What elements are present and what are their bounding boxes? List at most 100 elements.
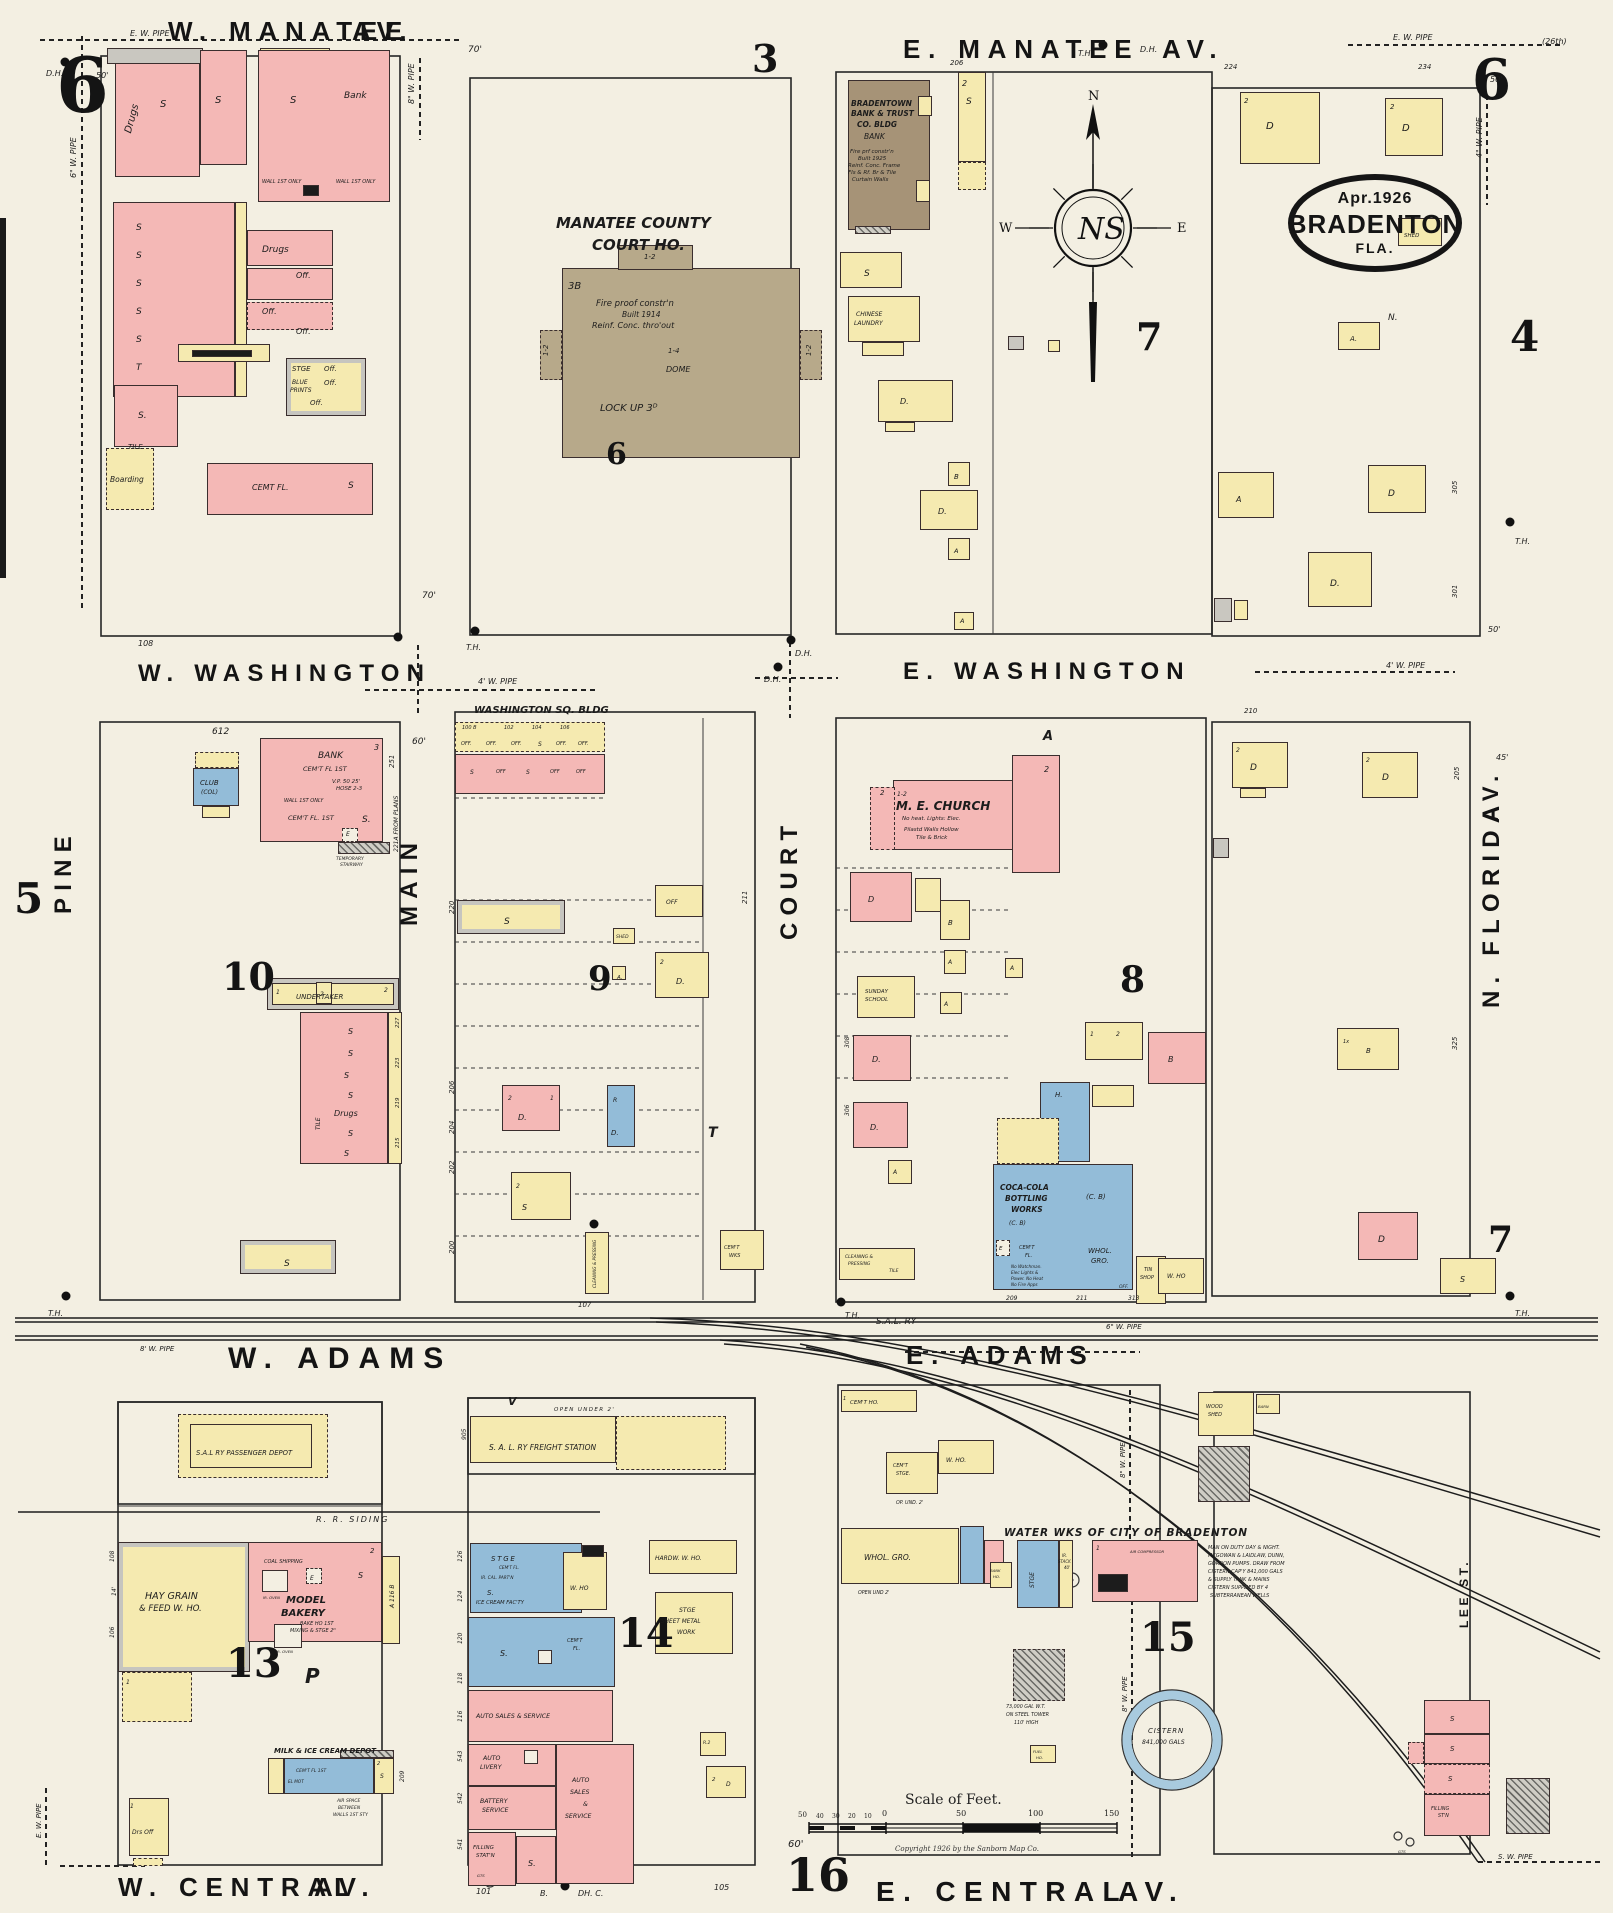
map-label: T.H. (1515, 537, 1531, 546)
map-label: TILE (128, 443, 143, 451)
building (857, 976, 915, 1018)
map-label: SHOP (1140, 1275, 1154, 1281)
map-label: Off. (324, 379, 337, 387)
map-label: Built 1925 (858, 156, 887, 162)
map-label: V (508, 1395, 517, 1408)
map-label: WALLS 1ST STY (333, 1813, 368, 1818)
building (260, 738, 383, 842)
map-label: HAY GRAIN (145, 1591, 198, 1602)
map-label: 2 (516, 1183, 520, 1190)
building (1098, 1574, 1128, 1592)
map-label: COCA-COLA (1000, 1183, 1049, 1192)
map-label: 325 (1451, 1036, 1459, 1050)
map-label: OFF (666, 899, 678, 906)
map-label: ICE CREAM FAC'TY (476, 1600, 524, 1606)
map-label: A (1010, 965, 1015, 972)
map-label: GTS (477, 1873, 485, 1878)
map-label: WALL 1ST ONLY (262, 179, 302, 185)
map-label: B (948, 919, 953, 927)
map-label: 50' (96, 71, 109, 80)
map-label: 308 (844, 1036, 851, 1048)
map-label: 211 (1076, 1295, 1088, 1302)
map-label: D. (1330, 579, 1340, 589)
map-label: A (944, 1001, 949, 1008)
map-label: Power. No Heat (1011, 1276, 1044, 1281)
building (1158, 1258, 1204, 1294)
street-label: E. MANATEE (903, 34, 1140, 64)
map-label: GTS (1398, 1849, 1406, 1854)
map-label: 1-2 (542, 344, 550, 356)
map-label: 215 (395, 1137, 401, 1149)
map-label: SERVICE (565, 1813, 592, 1820)
map-label: AIR COMPRESSOR (1130, 1549, 1165, 1554)
map-label: S (344, 1149, 350, 1158)
building (655, 1592, 733, 1654)
map-label: SERVICE (482, 1807, 509, 1814)
building (582, 1545, 604, 1557)
scale-title: Scale of Feet. (905, 1792, 1002, 1808)
map-label: CLEANING & PRESSING (592, 1239, 597, 1288)
building (342, 828, 358, 842)
building (1017, 1540, 1059, 1608)
map-label: 50' (1488, 625, 1501, 634)
map-label: 251 (388, 754, 396, 768)
map-label: 224 (1224, 63, 1238, 71)
building (839, 1248, 915, 1280)
map-label: Curtain Walls (852, 177, 889, 183)
building (848, 296, 920, 342)
map-label: STGE (491, 1555, 517, 1563)
building (850, 872, 912, 922)
map-label: 2 (1116, 1031, 1120, 1038)
map-label: A (1043, 729, 1054, 744)
street-label: AV. (352, 16, 415, 46)
building (286, 358, 366, 416)
building (993, 1164, 1133, 1290)
map-label: 107 (578, 1301, 592, 1309)
map-label: OPEN UNDER 2' (554, 1407, 616, 1413)
map-label: SCHOOL (865, 997, 889, 1003)
map-label: DOME (666, 365, 691, 374)
map-label: CHINESE (856, 311, 883, 318)
map-label: Fire prf constr'n (850, 149, 894, 155)
map-label: 2 (660, 959, 664, 966)
map-label: OFF (550, 769, 560, 775)
building (1213, 838, 1229, 858)
map-label: 10 (864, 1813, 872, 1820)
map-label: S (470, 769, 474, 776)
building (893, 780, 1013, 850)
map-label: 6" W. PIPE (69, 137, 78, 178)
street-label: W. ADAMS (228, 1342, 453, 1375)
building (853, 1102, 908, 1148)
map-label: E (310, 1575, 314, 1582)
map-label: OFF (576, 769, 586, 775)
map-label: S (136, 335, 142, 345)
map-label: 1-2 (805, 344, 813, 356)
map-label: 202 (448, 1160, 456, 1174)
building (122, 1672, 192, 1722)
building (655, 885, 703, 917)
map-label: S (538, 741, 542, 748)
map-label: S. W. PIPE (1498, 1853, 1533, 1861)
street-label: MAIN (396, 835, 423, 926)
map-label: 104 (532, 725, 542, 731)
building (1198, 1392, 1254, 1436)
building (274, 1624, 302, 1648)
block-number: 15 (1140, 1614, 1196, 1661)
building (190, 1424, 312, 1468)
building (207, 463, 373, 515)
building (524, 1750, 538, 1764)
map-label: 2 (320, 991, 324, 998)
map-label: 2 (384, 987, 388, 994)
building (1368, 465, 1426, 513)
map-label: No Fire Apps (1011, 1282, 1038, 1287)
street-label: N. FLORIDA (1478, 798, 1505, 1008)
building (562, 268, 800, 458)
map-label: 313 (1128, 1295, 1140, 1302)
map-label: D. (611, 1129, 619, 1137)
building (938, 1440, 994, 1474)
map-label: 542 (457, 1792, 464, 1804)
map-label: 2 (1244, 97, 1249, 105)
map-label: OFF. (556, 741, 567, 747)
